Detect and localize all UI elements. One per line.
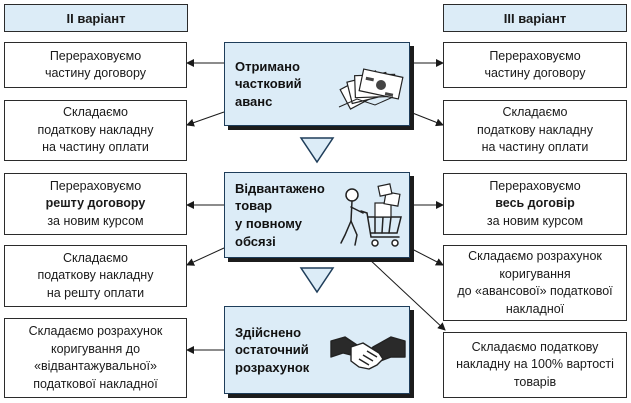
arrow-e2-right-b4 bbox=[409, 247, 444, 266]
down-arrow-triangle-1 bbox=[299, 137, 335, 164]
shopping-cart-person-icon bbox=[340, 183, 402, 247]
arrow-e1-right-b2 bbox=[409, 111, 444, 127]
arrow-e2-right-b5 bbox=[367, 257, 446, 331]
money-banknotes-icon bbox=[338, 68, 404, 110]
header-right: III варіант bbox=[443, 4, 627, 32]
arrow-e1-left-b2 bbox=[186, 111, 225, 127]
arrow-e2-left-b4 bbox=[186, 247, 225, 266]
down-arrow-triangle-2 bbox=[299, 267, 335, 294]
handshake-icon bbox=[330, 336, 406, 370]
header-left: II варіант bbox=[4, 4, 188, 32]
